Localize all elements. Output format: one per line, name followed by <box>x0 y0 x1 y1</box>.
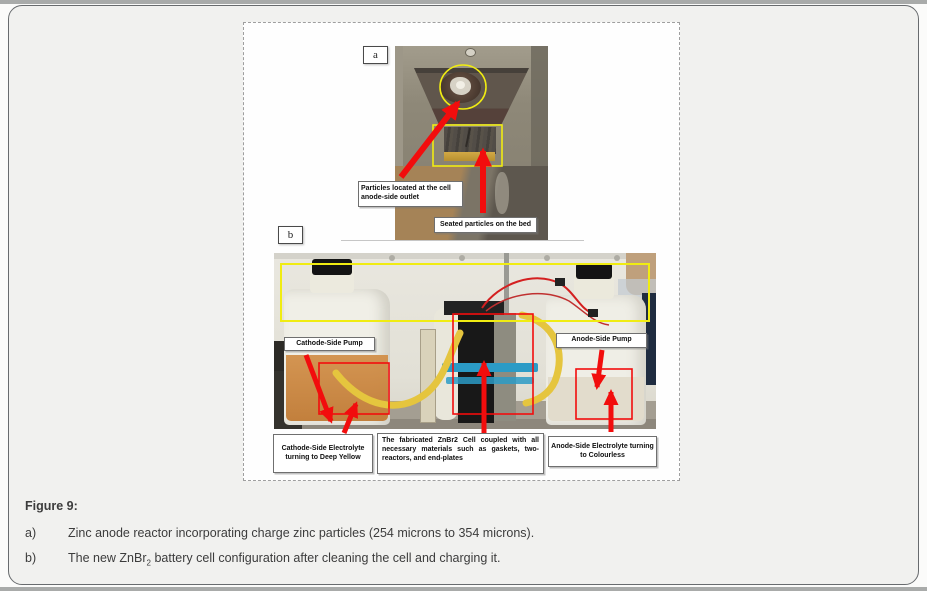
caption-item-b-pre: The new ZnBr <box>68 551 147 565</box>
label-seated-particles: Seated particles on the bed <box>434 217 537 233</box>
reactor-smudge <box>495 172 509 214</box>
caption-item-b-post: battery cell configuration after cleanin… <box>150 551 501 565</box>
label-cell-description: The fabricated ZnBr2 Cell coupled with a… <box>377 433 544 474</box>
caption-item-a-marker: a) <box>25 526 37 540</box>
caption-item-b-marker: b) <box>25 551 37 565</box>
photo-panel-a <box>395 46 548 241</box>
panel-b-tag-letter: b <box>287 229 294 241</box>
caption-item-b-sub: 2 <box>146 558 151 568</box>
caption-item-b: b) The new ZnBr2 battery cell configurat… <box>25 551 500 568</box>
top-divider <box>0 0 927 4</box>
flow-meter <box>420 329 436 423</box>
crocodile-clip-icon <box>588 309 598 317</box>
bed-yellow-stripe <box>444 152 495 161</box>
hood-screw-icon <box>459 255 465 261</box>
figure-caption-title: Figure 9: <box>25 499 78 513</box>
figure-image-box: a b Particles located at the cell anode-… <box>243 22 680 481</box>
red-wire <box>481 277 593 314</box>
label-particles-outlet: Particles located at the cell anode-side… <box>358 181 463 207</box>
panel-b-tag: b <box>278 226 303 244</box>
hood-screw-icon <box>614 255 620 261</box>
label-cathode-side-pump: Cathode-Side Pump <box>284 337 375 351</box>
hood-screw-icon <box>389 255 395 261</box>
caption-item-a-pre: Zinc anode reactor incorporating charge … <box>68 526 535 540</box>
screw-icon <box>465 48 476 57</box>
yellow-tube <box>518 311 563 407</box>
zinc-particles-highlight <box>456 81 465 89</box>
caption-item-a-text: Zinc anode reactor incorporating charge … <box>68 526 534 543</box>
panel-a-tag: a <box>363 46 388 64</box>
bottom-divider <box>0 587 927 591</box>
photo-a-baseline <box>341 240 584 241</box>
panel-a-tag-letter: a <box>373 49 378 61</box>
hood-screw-icon <box>544 255 550 261</box>
label-cathode-electrolyte: Cathode-Side Electrolyte turning to Deep… <box>273 434 373 473</box>
label-anode-electrolyte: Anode-Side Electrolyte turning to Colour… <box>548 436 657 467</box>
caption-item-a: a) Zinc anode reactor incorporating char… <box>25 526 534 543</box>
label-anode-side-pump: Anode-Side Pump <box>556 333 647 348</box>
fume-hood-top <box>274 253 656 259</box>
crocodile-clip-icon <box>555 278 565 286</box>
caption-item-b-text: The new ZnBr2 battery cell configuration… <box>68 551 500 568</box>
lab-bench-shadow <box>274 419 656 429</box>
